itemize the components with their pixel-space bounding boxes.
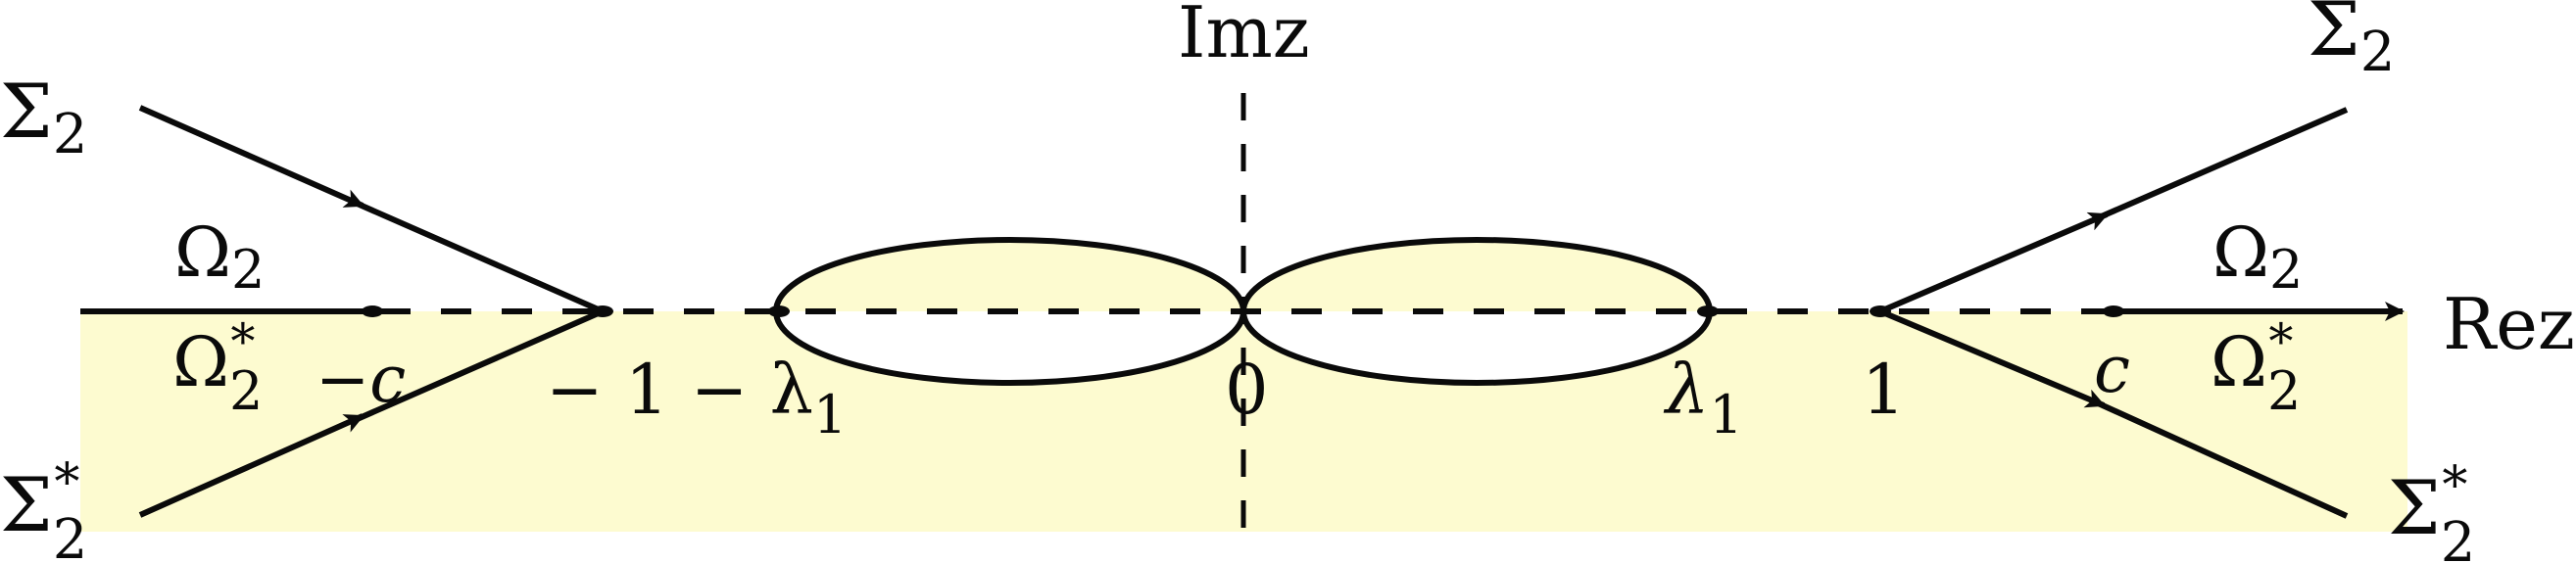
point-minus-one: [592, 305, 613, 317]
point-minus-c: [362, 305, 383, 317]
ellipse-upper-shading-right: [1243, 240, 1710, 311]
omega-upper-right-label: Ω2: [2212, 212, 2303, 301]
label-one: 1: [1862, 350, 1906, 430]
omega-lower-left-label: Ω2*: [172, 313, 263, 422]
sigma-lower-left-line: [138, 413, 365, 518]
imaginary-axis-label: Imz: [1178, 0, 1310, 73]
point-one: [1870, 305, 1891, 317]
point-lambda: [1697, 305, 1719, 317]
point-c: [2103, 305, 2124, 317]
sigma-upper-right-line-rest: [2095, 107, 2349, 221]
sigma-upper-left-label: Σ2: [0, 68, 87, 166]
label-zero: 0: [1225, 350, 1269, 430]
sigma-lower-right-line-rest: [2092, 399, 2349, 519]
sigma-upper-left-line: [138, 105, 365, 209]
sigma-upper-left-line-rest: [351, 199, 605, 314]
real-axis-label: Rez: [2443, 283, 2575, 365]
sigma-lower-right-line: [1878, 308, 2106, 408]
label-c: c: [2094, 332, 2130, 407]
label-minus-one-minus-lambda: − 1 − λ1: [546, 350, 847, 446]
axis-points: [362, 305, 2124, 317]
omega-upper-left-label: Ω2: [174, 212, 265, 301]
sigma-lower-left-label: Σ2*: [0, 453, 87, 563]
label-minus-c: −c: [316, 342, 406, 417]
sigma-contours: [138, 105, 2349, 519]
sigma-lower-right-label: Σ2*: [2388, 456, 2475, 563]
sigma-lower-left-line-rest: [351, 308, 605, 424]
sigma-upper-right-line: [1878, 211, 2109, 314]
point-minus-one-minus-lambda: [768, 305, 790, 317]
label-lambda: λ1: [1663, 350, 1743, 446]
omega-lower-right-label: Ω2*: [2211, 313, 2301, 422]
ellipse-upper-shading-left: [776, 240, 1243, 311]
sigma-upper-right-label: Σ2: [2308, 0, 2395, 84]
